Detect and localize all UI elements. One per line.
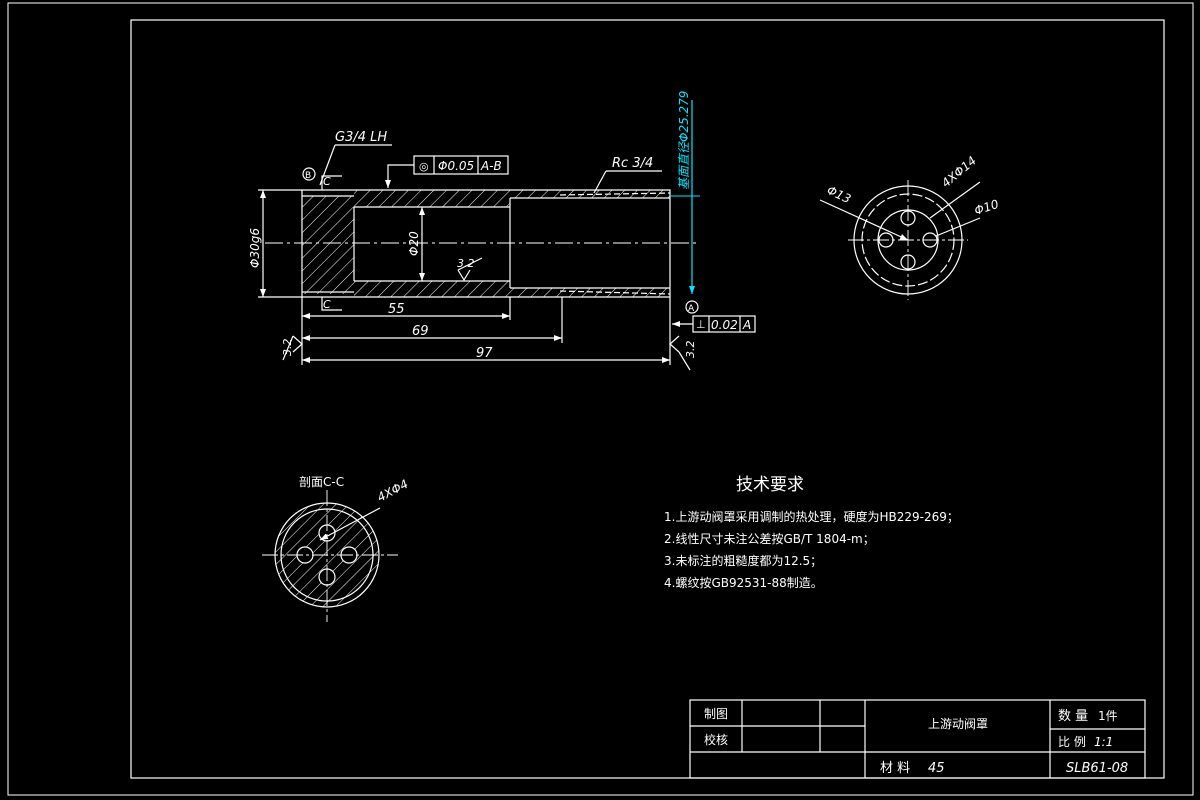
end-dia-13-label: Φ13 <box>825 183 853 206</box>
section-title: 剖面C-C <box>299 475 344 489</box>
hatch-top-mid <box>354 190 510 207</box>
drawing-number: SLB61-08 <box>1066 761 1128 776</box>
datum-b-circle <box>302 167 316 181</box>
checked-label: 校核 <box>704 732 728 747</box>
datum-a-circle <box>685 300 699 314</box>
section-view <box>262 490 398 622</box>
tech-requirements: 技术要求 1.上游动阀罩采用调制的热处理，硬度为HB229-269； 2.线性尺… <box>664 475 959 590</box>
roughness-symbol-right <box>669 335 680 353</box>
dim-69-label: 69 <box>412 324 429 339</box>
tolerance-datum: A-B <box>480 159 502 173</box>
hatch-left-block <box>302 196 354 294</box>
dim-55-label: 55 <box>388 302 405 317</box>
datum-b-label: B <box>305 171 311 181</box>
outer-frame <box>7 2 1194 796</box>
tolerance-value: Φ0.05 <box>438 159 474 173</box>
tech-req-item: 1.上游动阀罩采用调制的热处理，硬度为HB229-269； <box>664 509 959 524</box>
base-diameter-dimension <box>670 100 700 294</box>
perp-datum: A <box>742 318 751 332</box>
hatch-bottom-right <box>510 288 670 297</box>
thread-line-top <box>559 192 671 196</box>
end-dia-10-label: Φ10 <box>973 197 1001 218</box>
section-holes-label: 4XΦ4 <box>375 477 411 505</box>
scale-value: 1:1 <box>1094 735 1113 749</box>
part-name: 上游动阀罩 <box>928 717 988 731</box>
material-label: 材 料 <box>880 761 910 776</box>
thread-line-bottom <box>559 290 671 295</box>
main-view <box>258 144 756 371</box>
thread-right-label: Rc 3/4 <box>612 156 653 171</box>
quantity-label: 数 量 <box>1058 709 1088 724</box>
scale-label: 比 例 <box>1058 735 1086 749</box>
perp-value: 0.02 <box>711 318 738 332</box>
roughness-right-label: 3.2 <box>684 341 697 359</box>
inner-frame <box>130 19 1165 779</box>
tech-req-item: 2.线性尺寸未注公差按GB/T 1804-m； <box>664 531 875 546</box>
section-c-bottom-label: C <box>323 298 331 311</box>
quantity-value: 1件 <box>1098 709 1118 723</box>
material-value: 45 <box>928 761 945 776</box>
end-holes-label: 4XΦ14 <box>939 153 979 190</box>
section-c-top-label: C <box>323 175 331 188</box>
end-view <box>819 180 981 300</box>
drawn-label: 制图 <box>704 707 728 721</box>
section-marker-bottom <box>321 297 342 311</box>
perp-symbol: ⊥ <box>696 318 706 331</box>
title-block <box>689 699 1146 779</box>
tolerance-symbol: ◎ <box>419 160 429 173</box>
dim-97-label: 97 <box>476 346 493 361</box>
roughness-left-label: 3.2 <box>281 339 294 357</box>
roughness-center-label: 3.2 <box>457 257 475 270</box>
tech-req-item: 4.螺纹按GB92531-88制造。 <box>664 576 823 590</box>
tech-req-item: 3.未标注的粗糙度都为12.5； <box>664 553 822 568</box>
dia-outer-label: Φ30g6 <box>248 228 262 268</box>
section-marker-top <box>321 175 342 190</box>
dia-inner-label: Φ20 <box>407 231 421 256</box>
base-diameter-label: 基面直径Φ25.279 <box>677 91 691 190</box>
datum-a-label: A <box>688 304 695 314</box>
roughness-symbol-center <box>457 269 471 282</box>
hatch-bottom-mid <box>354 281 510 297</box>
tech-req-title: 技术要求 <box>736 475 804 495</box>
thread-left-label: G3/4 LH <box>335 130 387 145</box>
roughness-symbol-left <box>292 335 303 353</box>
